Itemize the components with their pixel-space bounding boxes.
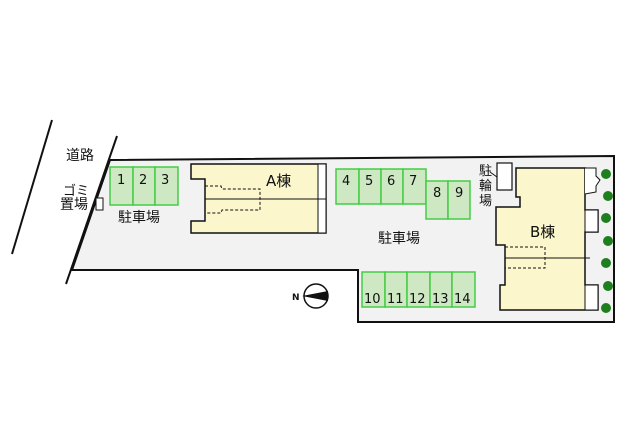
parking-number: 5 <box>365 174 373 189</box>
garbage-label-line1: ゴミ <box>63 183 89 199</box>
parking-number: 3 <box>161 173 169 188</box>
parking-group-2: 4 5 6 7 <box>335 168 427 205</box>
parking-number: 11 <box>387 292 404 307</box>
parking-group-1: 1 2 3 <box>109 166 179 206</box>
parking-number: 13 <box>432 292 449 307</box>
parking-label-center: 駐車場 <box>378 230 420 247</box>
parking-number: 6 <box>387 174 395 189</box>
road-edge-left <box>11 119 53 255</box>
parking-number: 10 <box>364 292 381 307</box>
bicycle-label-line2: 輪 <box>479 178 492 194</box>
building-a: A棟 <box>190 163 327 234</box>
tree-icon <box>601 258 611 268</box>
tree-icon <box>603 191 613 201</box>
bicycle-shed <box>496 162 513 191</box>
parking-number: 8 <box>433 186 441 201</box>
compass-north-label: N <box>292 293 300 303</box>
parking-number: 7 <box>409 174 417 189</box>
building-a-label: A棟 <box>266 172 291 190</box>
parking-label-left: 駐車場 <box>118 209 160 226</box>
parking-number: 14 <box>454 292 471 307</box>
parking-group-3: 8 9 <box>425 180 471 220</box>
parking-group-4: 10 11 12 13 14 <box>361 271 476 308</box>
road-label: 道路 <box>66 148 94 164</box>
road-edge-right <box>65 135 118 285</box>
parking-number: 2 <box>139 173 147 188</box>
tree-icon <box>601 213 611 223</box>
parking-number: 12 <box>409 292 426 307</box>
tree-icon <box>603 281 613 291</box>
garbage-label-line2: 置場 <box>60 197 88 213</box>
compass-icon: N <box>292 283 329 309</box>
parking-space <box>451 271 476 308</box>
tree-icon <box>601 303 611 313</box>
parking-space <box>447 180 471 220</box>
tree-icon <box>601 169 611 179</box>
building-b: B棟 <box>495 167 601 311</box>
parking-number: 1 <box>117 173 125 188</box>
building-b-label: B棟 <box>530 223 555 241</box>
parking-space <box>154 166 179 206</box>
garbage-box <box>95 197 104 211</box>
parking-number: 4 <box>342 174 350 189</box>
bicycle-label-line1: 駐 <box>479 164 492 179</box>
trees <box>601 169 613 313</box>
tree-icon <box>603 236 613 246</box>
parking-number: 9 <box>455 186 463 201</box>
bicycle-label-line3: 場 <box>479 194 492 209</box>
